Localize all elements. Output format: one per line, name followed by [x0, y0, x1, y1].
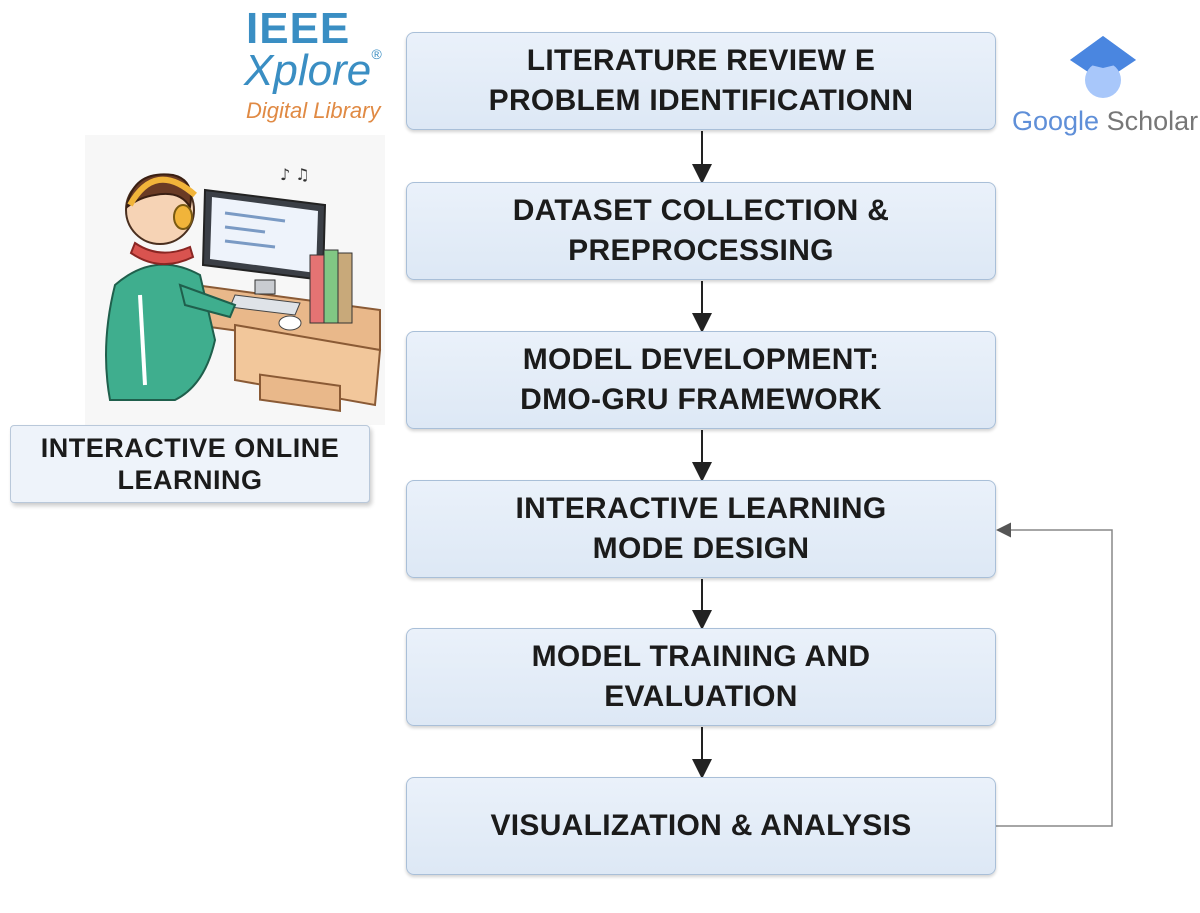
- step-literature-review: LITERATURE REVIEW E PROBLEM IDENTIFICATI…: [406, 32, 996, 130]
- ieee-wordmark: IEEE: [246, 4, 351, 53]
- digital-library-wordmark: Digital Library: [246, 98, 381, 123]
- step-label: MODEL DEVELOPMENT: DMO-GRU FRAMEWORK: [520, 343, 882, 416]
- step-training-evaluation: MODEL TRAINING AND EVALUATION: [406, 628, 996, 726]
- step-label: LITERATURE REVIEW E PROBLEM IDENTIFICATI…: [488, 44, 914, 117]
- step-dataset-collection: DATASET COLLECTION & PREPROCESSING: [406, 182, 996, 280]
- step-label: DATASET COLLECTION & PREPROCESSING: [512, 194, 890, 267]
- xplore-wordmark: Xplore®: [244, 46, 382, 95]
- step-model-development: MODEL DEVELOPMENT: DMO-GRU FRAMEWORK: [406, 331, 996, 429]
- google-scholar-logo: Google Scholar: [1010, 30, 1200, 140]
- step-visualization: VISUALIZATION & ANALYSIS: [406, 777, 996, 875]
- caption-label: INTERACTIVE ONLINE LEARNING: [40, 433, 340, 495]
- google-scholar-wordmark: Google Scholar: [1012, 106, 1199, 136]
- student-at-computer-illustration: ♪ ♫: [85, 135, 385, 425]
- feedback-loop-arrow: [996, 522, 1113, 827]
- interactive-online-learning-caption: INTERACTIVE ONLINE LEARNING: [10, 425, 370, 503]
- step-label: INTERACTIVE LEARNING MODE DESIGN: [515, 492, 887, 565]
- step-interactive-design: INTERACTIVE LEARNING MODE DESIGN: [406, 480, 996, 578]
- step-label: VISUALIZATION & ANALYSIS: [490, 809, 912, 842]
- svg-text:♪ ♫: ♪ ♫: [280, 165, 310, 184]
- ieee-xplore-logo: IEEE Xplore® Digital Library: [240, 4, 400, 129]
- graduation-cap-icon: [1070, 36, 1136, 98]
- step-label: MODEL TRAINING AND EVALUATION: [531, 640, 871, 713]
